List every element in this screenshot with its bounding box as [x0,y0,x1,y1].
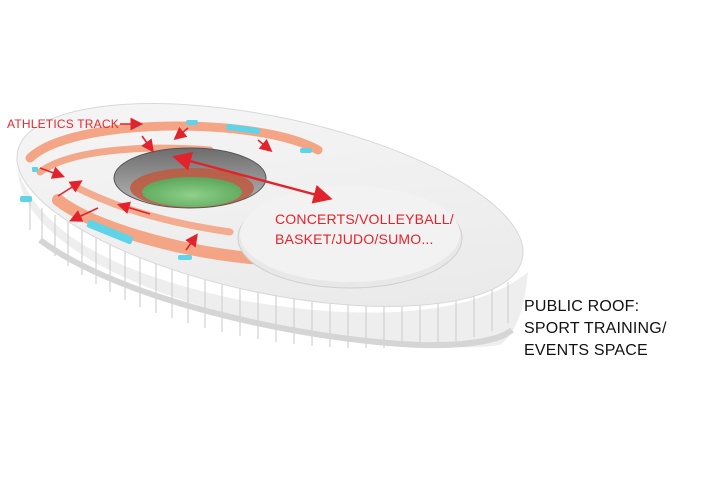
track-arrows [39,117,273,251]
arrow-icon [173,126,189,141]
arrow-icon [69,207,99,222]
public-roof-label-line-1: PUBLIC ROOF: [524,298,640,315]
athletics-track-label: ATHLETICS TRACK [7,117,119,131]
event-platform [237,186,463,289]
public-roof-label: PUBLIC ROOF: SPORT TRAINING/ EVENTS SPAC… [524,296,667,362]
arrow-icon [257,138,273,153]
arrow-icon [116,201,151,215]
public-roof-label-line-3: EVENTS SPACE [524,342,648,359]
arrow-icon [141,135,154,153]
cyan-markers [20,120,312,260]
stadium-bowl [113,147,267,209]
concerts-label: CONCERTS/VOLLEYBALL/ BASKET/JUDO/SUMO... [275,209,454,249]
arrow-icon [39,166,66,179]
public-roof-label-line-2: SPORT TRAINING/ [524,320,667,337]
arrow-icon [57,180,83,197]
concerts-label-line-2: BASKET/JUDO/SUMO... [275,231,434,247]
concerts-label-line-1: CONCERTS/VOLLEYBALL/ [275,211,454,227]
arrow-icon [185,233,198,251]
double-headed-arrow-icon [172,151,333,204]
